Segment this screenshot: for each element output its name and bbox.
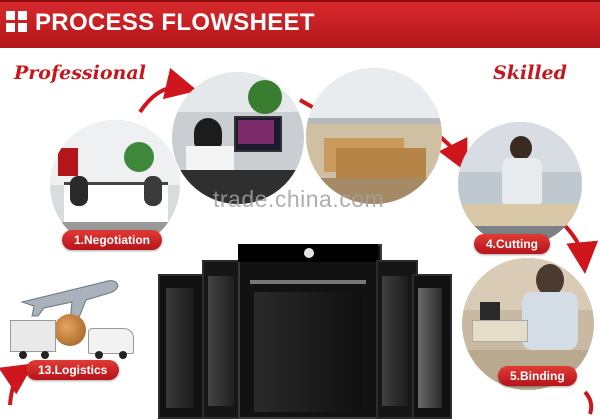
page-title: PROCESS FLOWSHEET: [35, 9, 315, 36]
step-negotiation-label: 1.Negotiation: [62, 230, 163, 250]
skilled-tagline: Skilled: [493, 62, 567, 84]
logistics-illustration: [8, 262, 138, 372]
display-cabinet: [158, 240, 452, 419]
step-binding-label: 5.Binding: [498, 366, 577, 386]
cutting-photo: [458, 122, 582, 246]
globe-icon: [54, 314, 86, 346]
banner-divider: [0, 46, 600, 48]
header-banner: PROCESS FLOWSHEET: [0, 0, 600, 46]
van-icon: [88, 328, 134, 359]
airplane-icon: [20, 280, 119, 321]
truck-icon: [10, 320, 56, 359]
negotiation-photo: [50, 120, 180, 250]
grid-icon: [6, 11, 28, 33]
warehouse-photo: [306, 68, 442, 204]
logo-icon: [304, 248, 314, 258]
professional-tagline: Professional: [14, 62, 146, 84]
step-logistics-label: 13.Logistics: [26, 360, 120, 380]
watermark: trade.china.com: [213, 186, 385, 212]
step-cutting-label: 4.Cutting: [474, 234, 550, 254]
design-office-photo: [172, 72, 304, 204]
